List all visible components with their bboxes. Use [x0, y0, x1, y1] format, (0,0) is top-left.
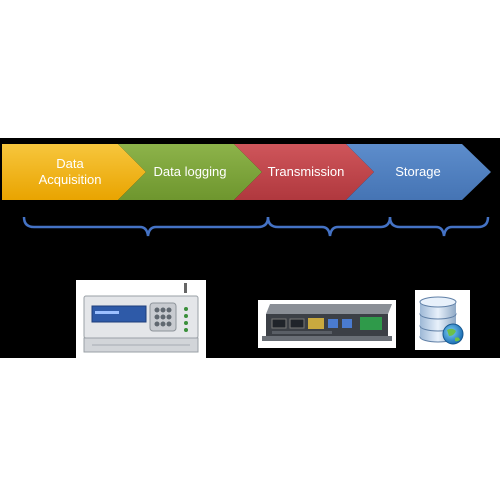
stage-chevron-data-acquisition — [2, 144, 146, 200]
brace-storage — [388, 216, 490, 237]
industrial-pc-gateway-icon — [258, 300, 396, 348]
database-globe-icon — [415, 290, 470, 350]
data-logger-device-icon — [76, 280, 206, 360]
stage-chevron-data-logging — [118, 144, 262, 200]
brace-transmission — [266, 216, 392, 237]
brace-acquisition-logging — [22, 216, 270, 237]
stage-label-data-logging: Data logging — [153, 164, 227, 179]
stage-chevron-storage — [346, 144, 491, 200]
stage-label-line2: Acquisition — [38, 172, 102, 187]
stage-chevron-transmission — [234, 144, 374, 200]
stage-label-data-acquisition: Data Acquisition — [20, 156, 120, 188]
stage-label-transmission: Transmission — [267, 164, 345, 179]
stage-label-line1: Data — [56, 156, 84, 171]
stage-label-storage: Storage — [395, 164, 441, 179]
